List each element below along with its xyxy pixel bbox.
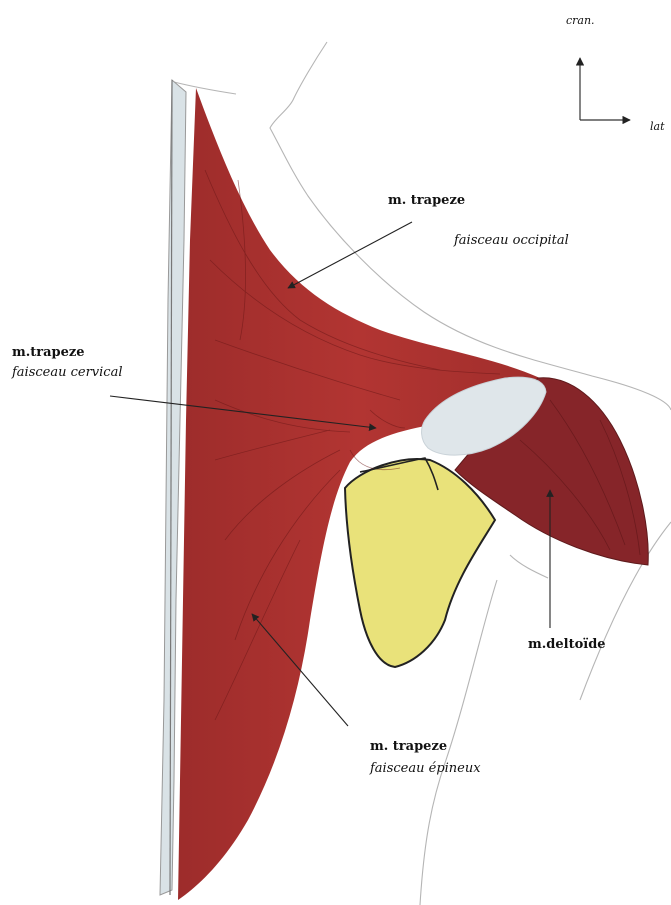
- orientation-indicator: [580, 58, 630, 120]
- lateral-label: lat: [650, 120, 665, 133]
- label-deltoide: m.deltoïde: [528, 637, 606, 652]
- cranial-label: cran.: [566, 14, 595, 27]
- label-trapeze-epineux-muscle: m. trapeze: [370, 739, 447, 754]
- label-trapeze-occipital-part: faisceau occipital: [453, 233, 569, 248]
- label-trapeze-occipital-muscle: m. trapeze: [388, 193, 465, 208]
- scapula: [345, 459, 495, 667]
- label-trapeze-cervical-muscle: m.trapeze: [12, 345, 85, 360]
- label-trapeze-cervical-part: faisceau cervical: [11, 365, 123, 380]
- label-trapeze-epineux-part: faisceau épineux: [369, 761, 481, 776]
